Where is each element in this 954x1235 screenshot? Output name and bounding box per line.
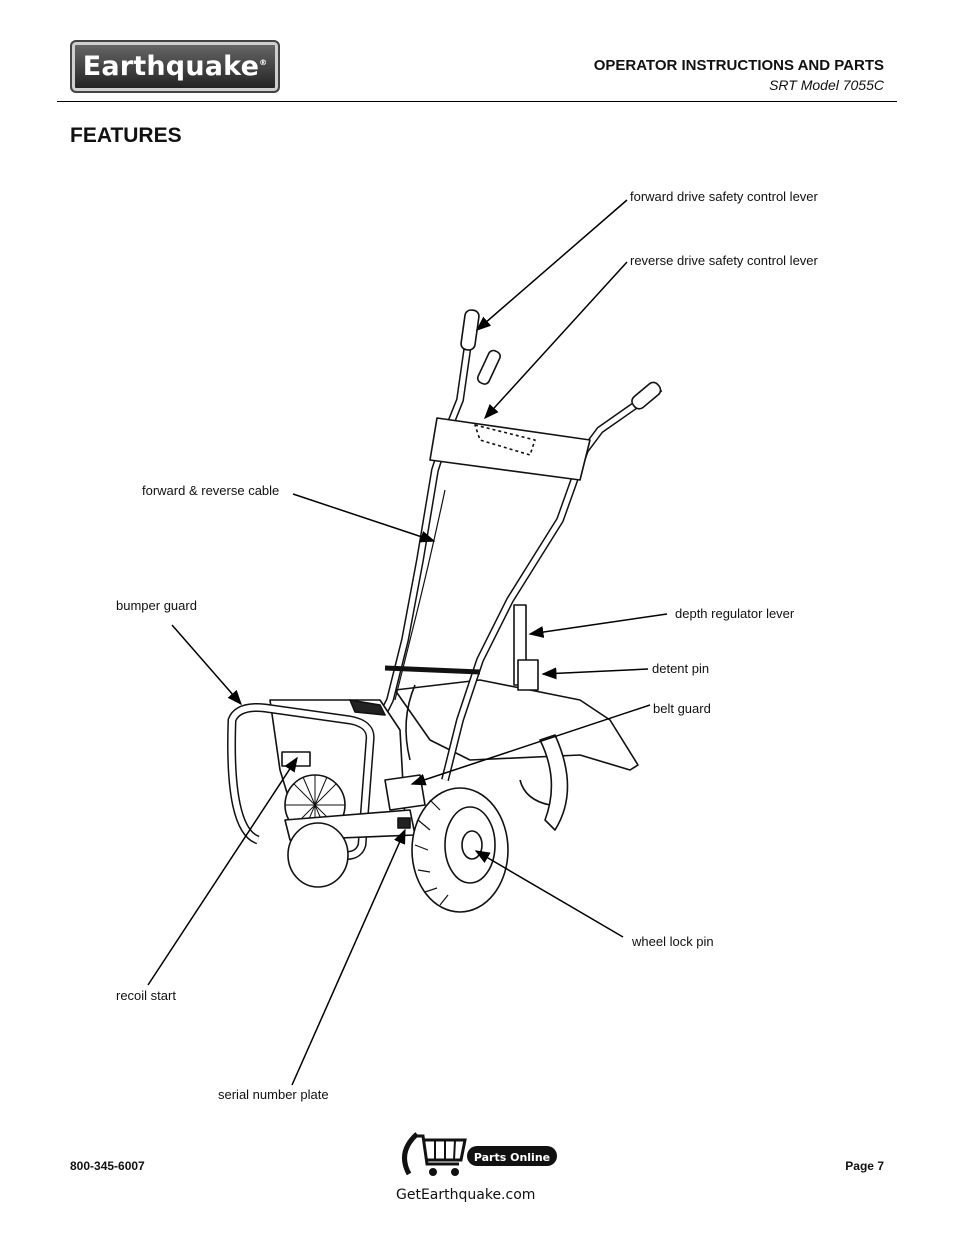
header-divider <box>57 101 897 102</box>
leader-depth-lever <box>528 613 668 638</box>
leader-forward-drive <box>475 199 628 331</box>
website-link[interactable]: GetEarthquake.com <box>396 1187 536 1203</box>
document-subtitle: SRT Model 7055C <box>769 77 884 93</box>
callout-wheel-lock-pin: wheel lock pin <box>632 934 714 949</box>
shopping-cart-icon <box>415 1134 467 1166</box>
callout-forward-drive: forward drive safety control lever <box>630 189 818 204</box>
footer-page-number: Page 7 <box>845 1159 884 1173</box>
leader-serial-plate <box>291 828 406 1086</box>
callout-serial-plate: serial number plate <box>218 1087 329 1102</box>
footer-phone: 800-345-6007 <box>70 1159 145 1173</box>
earthquake-logo: Earthquake® <box>70 40 280 93</box>
leader-belt-guard <box>410 704 651 786</box>
leader-detent-pin <box>541 667 649 680</box>
leader-bumper-guard <box>171 624 242 706</box>
callout-cable: forward & reverse cable <box>142 483 280 498</box>
callout-belt-guard: belt guard <box>653 701 711 716</box>
leader-reverse-drive <box>483 261 628 420</box>
parts-online-logo <box>402 1132 557 1176</box>
leader-wheel-lock-pin <box>474 850 624 938</box>
section-title: FEATURES <box>70 124 182 147</box>
callout-recoil-start: recoil start <box>116 988 176 1003</box>
callout-reverse-drive: reverse drive safety control lever <box>630 253 818 268</box>
leader-recoil-start <box>147 756 298 986</box>
parts-online-badge: Parts Online <box>473 1151 551 1164</box>
callout-detent-pin: detent pin <box>652 661 710 676</box>
brand-name: Earthquake <box>82 51 260 82</box>
document-title: OPERATOR INSTRUCTIONS AND PARTS <box>593 57 884 74</box>
leader-cable <box>292 493 436 543</box>
callout-depth-lever: depth regulator lever <box>675 606 795 621</box>
callout-bumper-guard: bumper guard <box>116 598 197 613</box>
